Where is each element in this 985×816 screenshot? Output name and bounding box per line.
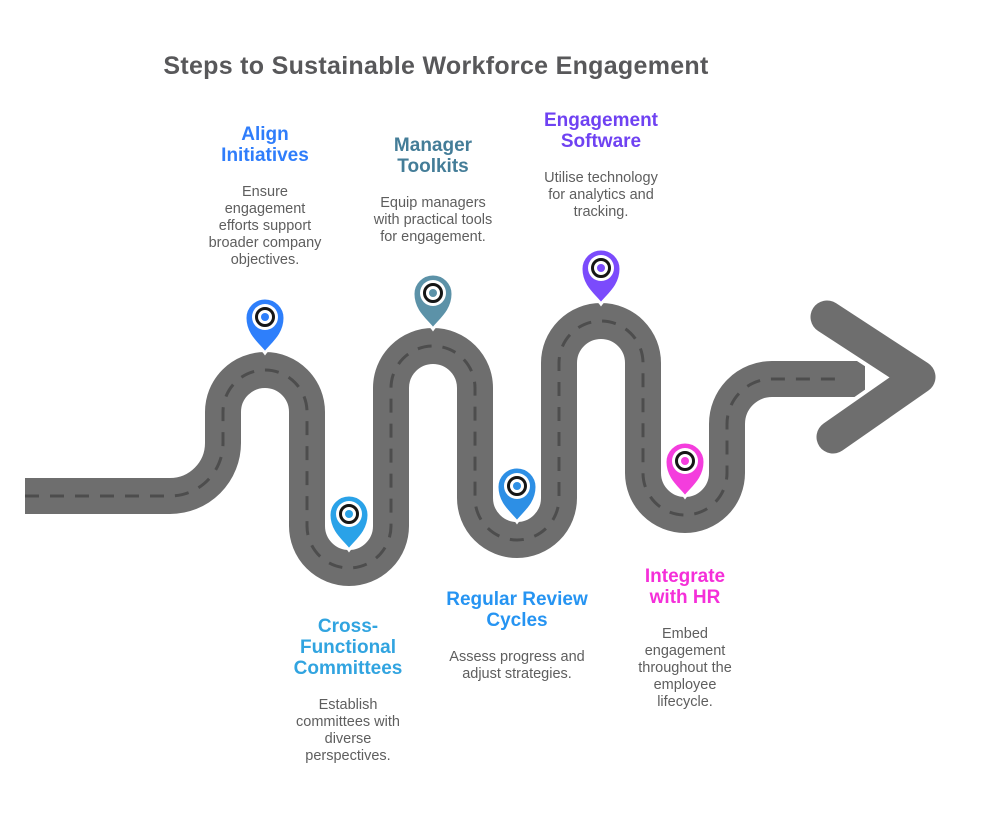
step-integrate-with-hr: Integrate with HR Embed engagement throu…: [600, 566, 770, 711]
step-description: Establish committees with diverse perspe…: [296, 697, 400, 764]
arrow-icon: [810, 300, 936, 454]
step-description: Utilise technology for analytics and tra…: [544, 170, 658, 220]
map-pin-icon: [411, 272, 455, 331]
page-title: Steps to Sustainable Workforce Engagemen…: [163, 52, 709, 80]
step-title: Cross- Functional Committees: [293, 616, 403, 679]
step-description: Assess progress and adjust strategies.: [449, 649, 585, 682]
step-title: Integrate with HR: [644, 566, 726, 608]
step-title: Manager Toolkits: [393, 135, 473, 177]
road-path: [25, 303, 865, 586]
step-title: Regular Review Cycles: [446, 589, 588, 631]
step-description: Ensure engagement efforts support broade…: [208, 184, 322, 268]
step-title: Engagement Software: [543, 110, 659, 152]
step-regular-review-cycles: Regular Review Cycles Assess progress an…: [420, 589, 614, 683]
map-pin-icon: [579, 247, 623, 306]
step-align-initiatives: Align Initiatives Ensure engagement effo…: [180, 124, 350, 269]
step-cross-functional-committees: Cross- Functional Committees Establish c…: [263, 616, 433, 765]
step-engagement-software: Engagement Software Utilise technology f…: [516, 110, 686, 221]
step-description: Embed engagement throughout the employee…: [638, 626, 732, 710]
road-center-dashed-line: [25, 319, 840, 570]
map-pin-icon: [243, 296, 287, 355]
step-title: Align Initiatives: [221, 124, 309, 166]
step-manager-toolkits: Manager Toolkits Equip managers with pra…: [348, 135, 518, 246]
step-description: Equip managers with practical tools for …: [373, 195, 493, 245]
